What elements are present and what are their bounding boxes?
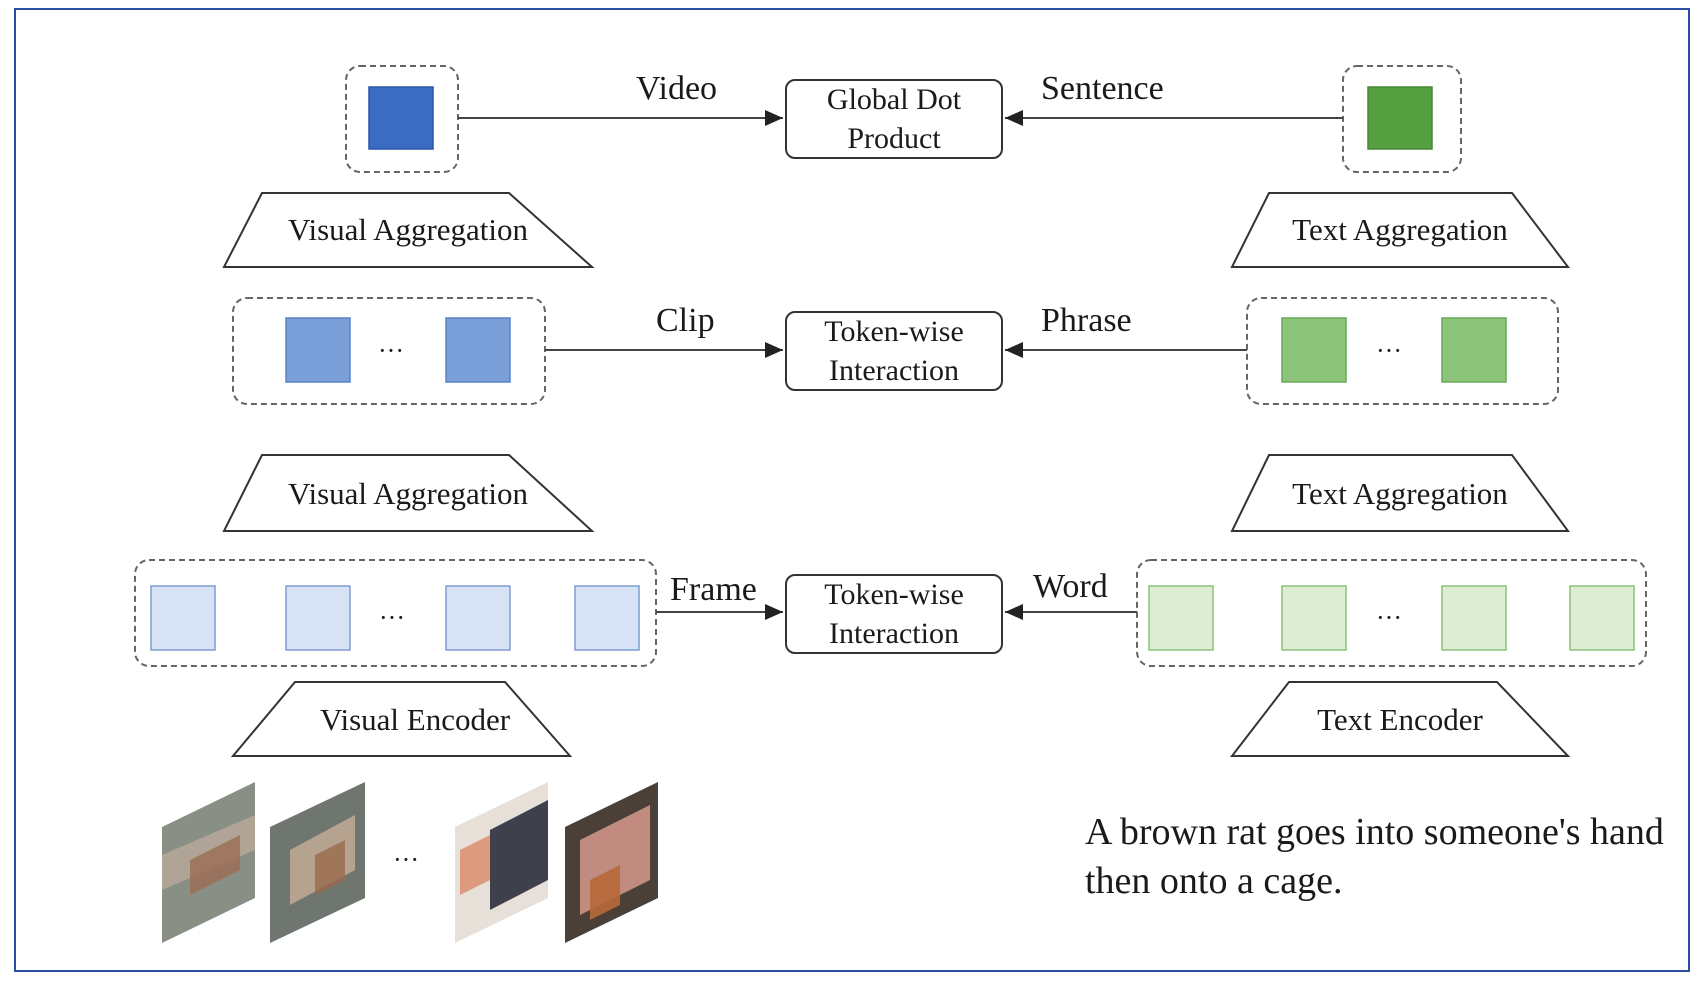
clip-label: Clip — [656, 302, 715, 339]
node-label-line1: Token-wise — [824, 578, 964, 611]
phrase-embedding-container — [1246, 297, 1559, 405]
global-dot-product-node: Global Dot Product — [785, 79, 1003, 159]
node-label-line2: Interaction — [829, 354, 959, 387]
word-embedding-square — [1281, 585, 1347, 651]
text-encoder-label: Text Encoder — [1317, 702, 1483, 737]
video-frame-thumbnail — [162, 782, 255, 943]
visual-encoder-trapezoid — [230, 681, 573, 757]
word-embedding-square — [1441, 585, 1507, 651]
frame-embedding-square — [150, 585, 216, 651]
node-label-line1: Global Dot — [826, 83, 962, 116]
visual-aggregation-top-label: Visual Aggregation — [287, 212, 529, 247]
ellipsis: ··· — [1376, 336, 1402, 365]
phrase-embedding-square — [1281, 317, 1347, 383]
ellipsis: ··· — [393, 845, 419, 874]
word-embedding-square — [1569, 585, 1635, 651]
video-label: Video — [636, 70, 718, 107]
phrase-embedding-square — [1441, 317, 1507, 383]
node-label-line1: Token-wise — [824, 315, 964, 348]
word-embedding-square — [1148, 585, 1214, 651]
video-frame-thumbnail — [270, 782, 365, 943]
video-embedding-square — [368, 86, 434, 150]
figure-frame — [14, 8, 1690, 972]
text-aggregation-low-label: Text Aggregation — [1292, 476, 1508, 511]
visual-aggregation-low-label: Visual Aggregation — [287, 476, 529, 511]
text-encoder-trapezoid — [1229, 681, 1571, 757]
input-sentence-caption: A brown rat goes into someone's hand the… — [1085, 811, 1664, 903]
token-wise-interaction-node-low: Token-wise Interaction — [785, 574, 1003, 654]
frame-embedding-square — [445, 585, 511, 651]
visual-aggregation-top-trapezoid — [222, 192, 595, 268]
node-label-line2: Interaction — [829, 617, 959, 650]
node-label-line2: Product — [847, 122, 941, 155]
visual-aggregation-low-trapezoid — [222, 454, 595, 532]
ellipsis: ··· — [379, 603, 405, 632]
token-wise-interaction-node-mid: Token-wise Interaction — [785, 311, 1003, 391]
text-aggregation-low-trapezoid — [1230, 454, 1570, 532]
ellipsis: ··· — [1376, 603, 1402, 632]
sentence-label: Sentence — [1041, 70, 1164, 107]
clip-embedding-square — [445, 317, 511, 383]
text-aggregation-top-trapezoid — [1230, 192, 1571, 268]
frame-embedding-square — [285, 585, 351, 651]
sentence-embedding-square — [1367, 86, 1433, 150]
visual-encoder-label: Visual Encoder — [319, 702, 511, 737]
word-label: Word — [1033, 568, 1108, 605]
text-aggregation-top-label: Text Aggregation — [1292, 212, 1508, 247]
clip-embedding-square — [285, 317, 351, 383]
video-frame-thumbnail — [565, 782, 658, 943]
phrase-label: Phrase — [1041, 302, 1132, 339]
video-frame-thumbnail — [455, 782, 548, 943]
frame-embedding-square — [574, 585, 640, 651]
frame-label: Frame — [670, 571, 757, 608]
ellipsis: ··· — [378, 336, 404, 365]
